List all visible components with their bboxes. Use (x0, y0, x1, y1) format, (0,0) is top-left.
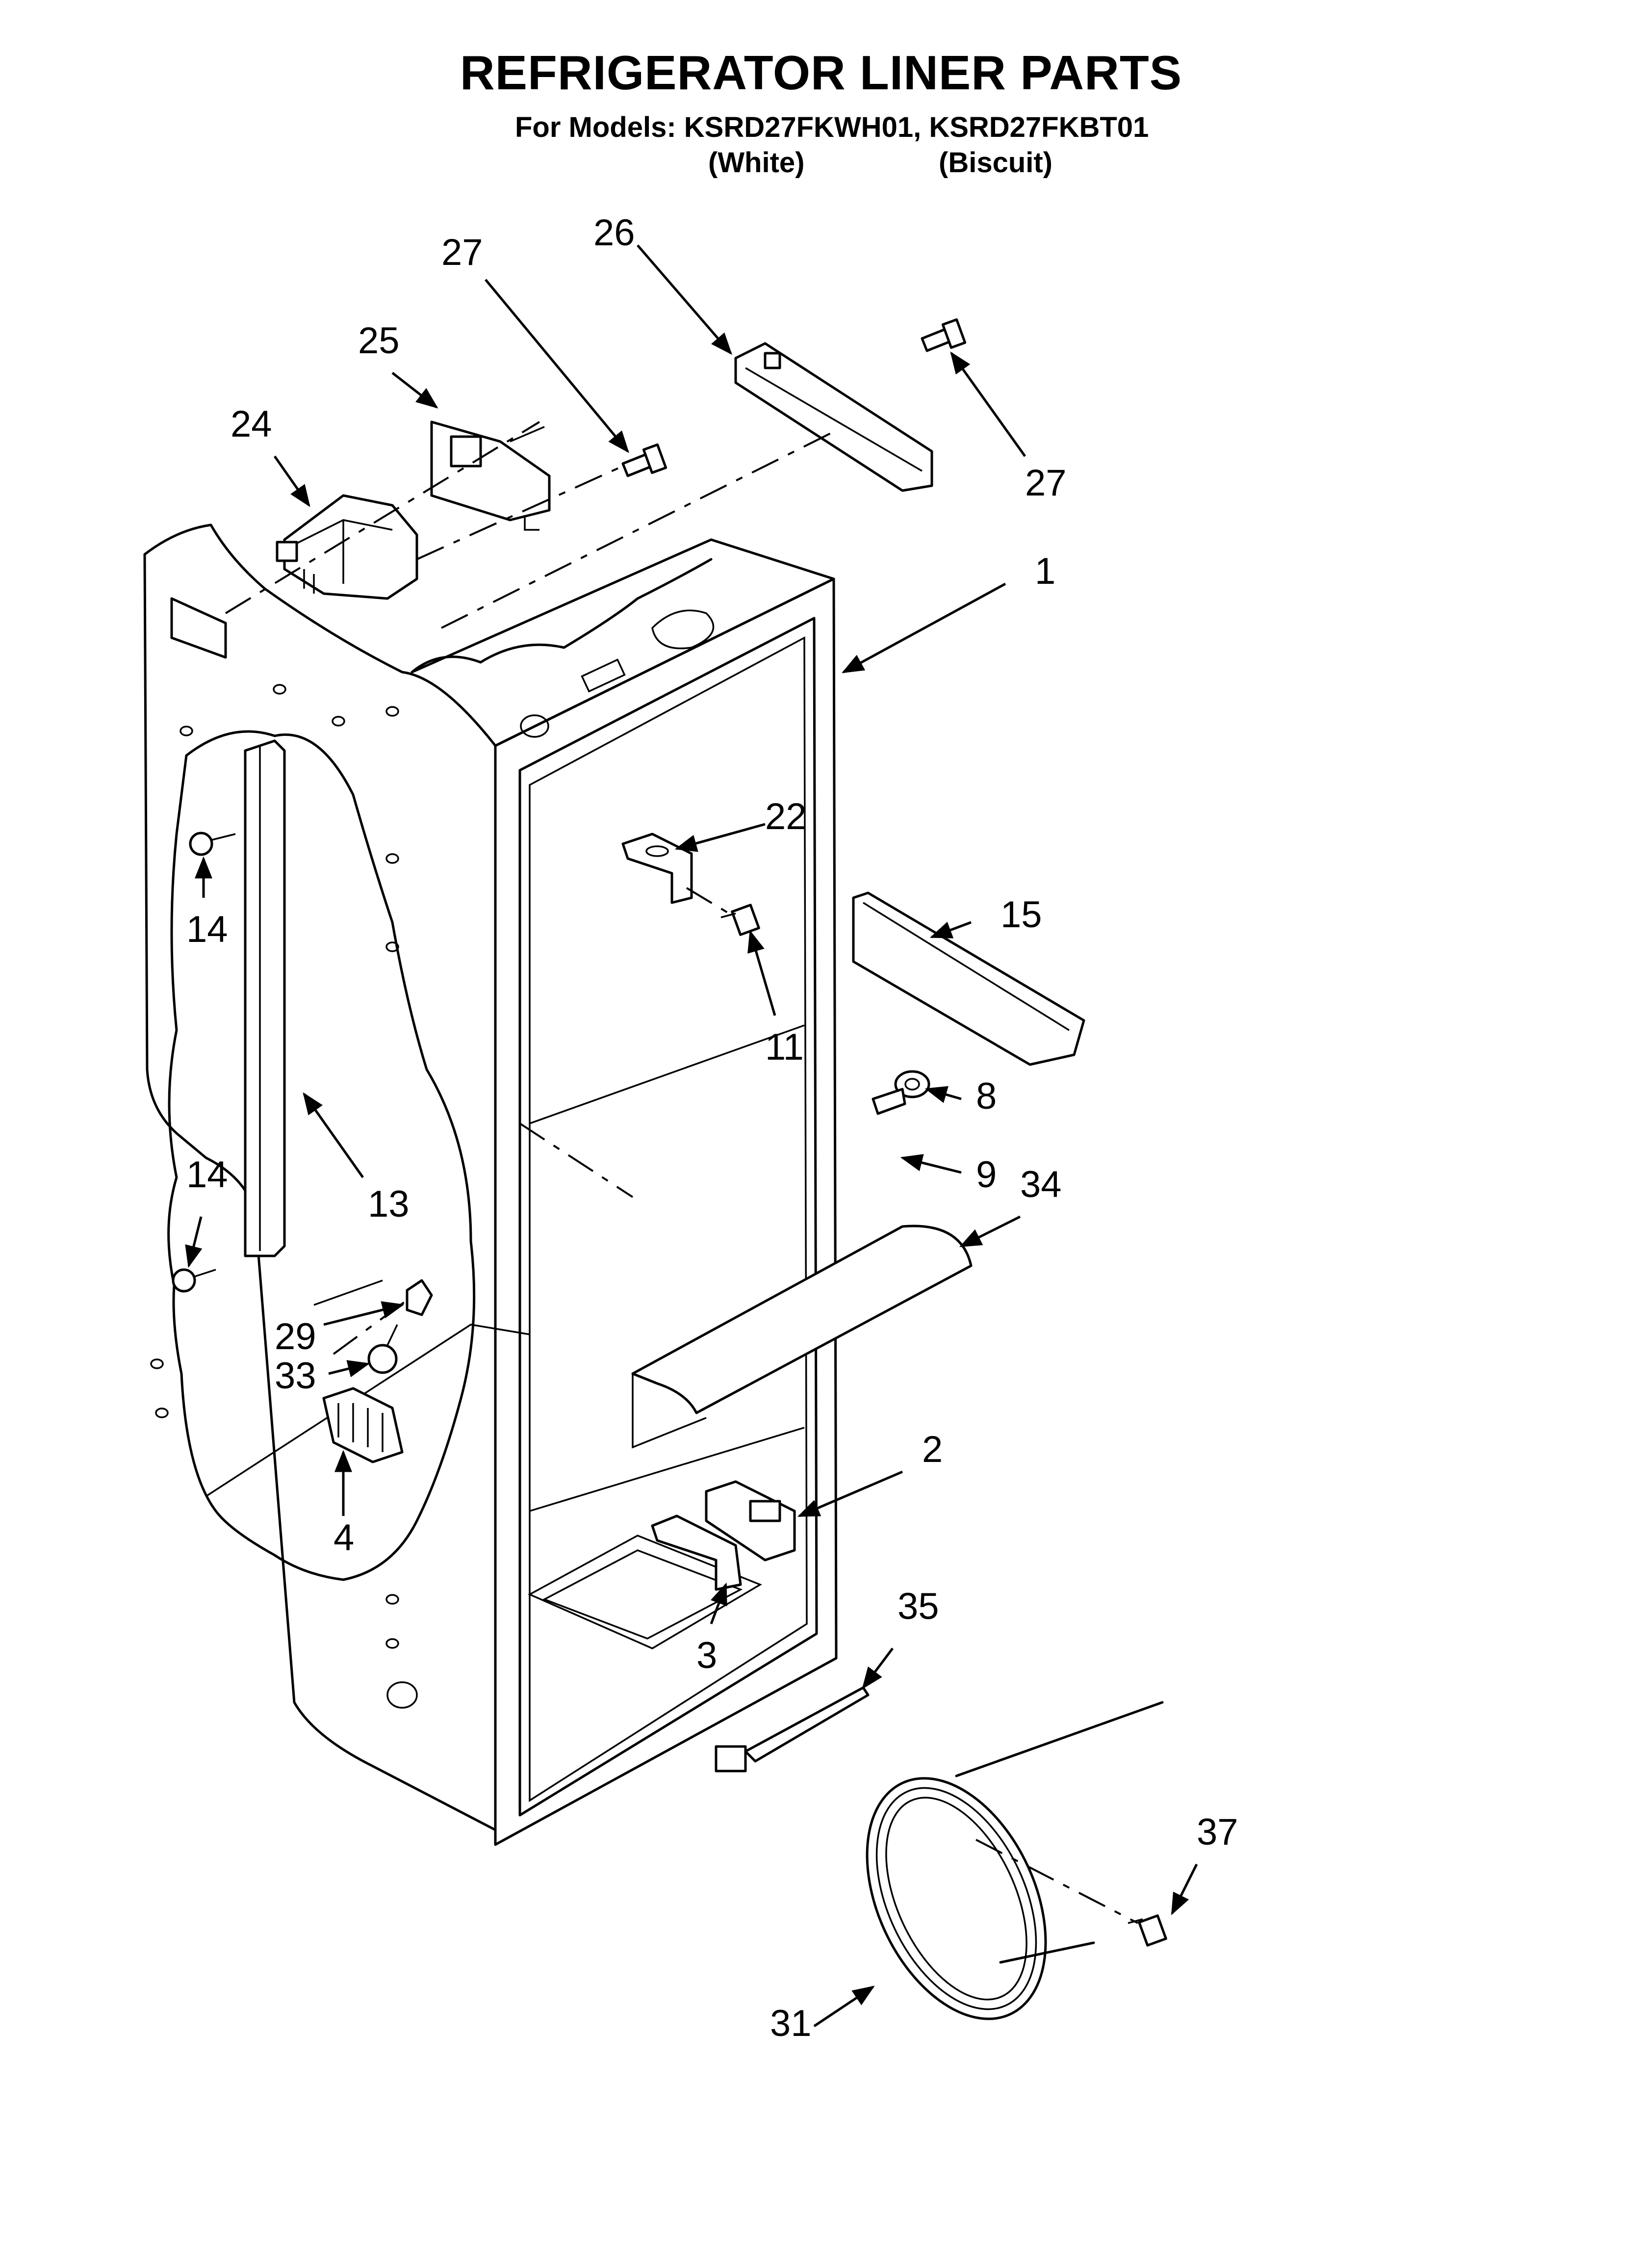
callout-22: 22 (765, 796, 807, 837)
callout-8: 8 (976, 1075, 997, 1117)
side-wall-holes (150, 684, 549, 1709)
model-numbers: For Models: KSRD27FKWH01, KSRD27FKBT01 (515, 111, 1149, 143)
part-35-cable-tie (715, 1686, 870, 1773)
part-31-wire-harness (866, 1701, 1164, 2020)
callout-1: 1 (1035, 550, 1055, 592)
variant-biscuit-label: (Biscuit) (939, 147, 1052, 179)
callout-4: 4 (334, 1517, 354, 1559)
variant-white-label: (White) (708, 147, 805, 179)
callout-13: 13 (368, 1183, 410, 1225)
callout-14-lower: 14 (186, 1154, 228, 1196)
page-title: REFRIGERATOR LINER PARTS (460, 46, 1182, 100)
callout-35: 35 (898, 1586, 939, 1627)
part-13-shelf-rail (244, 739, 286, 1257)
callout-29: 29 (275, 1316, 316, 1357)
part-33-bulb (367, 1324, 398, 1374)
callout-34: 34 (1020, 1164, 1062, 1205)
part-27-screw-right (921, 318, 967, 352)
callout-11: 11 (765, 1026, 804, 1068)
part-34-duct-cover (631, 1225, 973, 1449)
part-25-bracket (430, 420, 551, 531)
part-15-rail (852, 891, 1085, 1066)
part-14-screw-upper (189, 832, 236, 856)
part-24-control-housing (276, 494, 418, 600)
callout-25: 25 (358, 320, 400, 362)
callout-37: 37 (1197, 1811, 1238, 1853)
part-26-top-rail (734, 342, 933, 492)
callout-3: 3 (696, 1635, 717, 1676)
callout-9: 9 (976, 1154, 997, 1196)
part-3-bracket (651, 1514, 742, 1591)
callout-31: 31 (770, 2003, 812, 2044)
callout-26: 26 (593, 212, 635, 254)
part-4-light-shield (322, 1387, 404, 1463)
callout-2: 2 (922, 1429, 943, 1470)
callout-33: 33 (275, 1355, 316, 1397)
callout-15: 15 (1001, 894, 1042, 936)
callout-27-right: 27 (1025, 462, 1067, 504)
leader-lines (185, 244, 1198, 2028)
callout-27-left: 27 (441, 232, 483, 273)
callout-labels: 1 2 3 4 8 9 11 13 14 14 15 22 24 25 26 2… (186, 212, 1238, 2044)
part-27-screw-left (621, 443, 667, 477)
part-11-screw (720, 904, 760, 936)
part-2-bracket (705, 1480, 796, 1562)
liner-cabinet (143, 523, 838, 1846)
part-29-light-socket (313, 1279, 433, 1316)
part-22-bracket (621, 833, 693, 904)
part-9-screw (872, 1088, 906, 1115)
callout-14-upper: 14 (186, 909, 228, 950)
part-14-screw-lower (172, 1268, 216, 1293)
callout-24: 24 (231, 403, 272, 445)
